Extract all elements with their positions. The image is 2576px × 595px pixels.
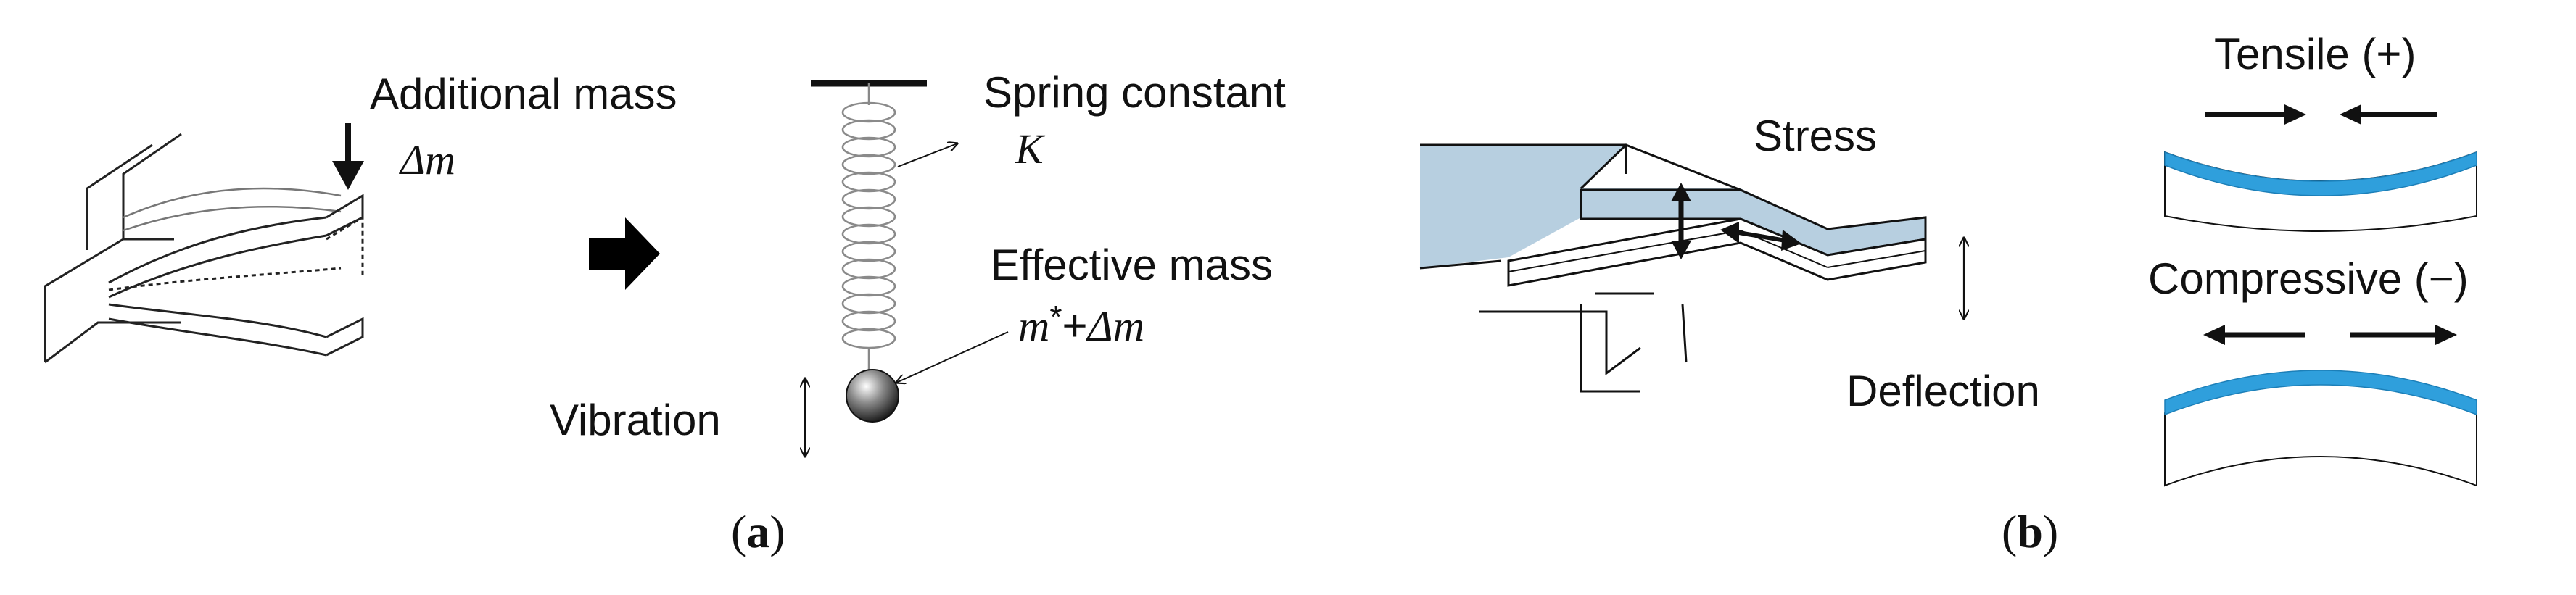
effective-mass-label: Effective mass	[991, 241, 1273, 289]
stress-label: Stress	[1754, 112, 1877, 160]
delta-m-label: Δm	[399, 136, 455, 183]
additional-mass-label: Additional mass	[370, 70, 677, 118]
deflection-label: Deflection	[1846, 367, 2040, 415]
spring-constant-label: Spring constant	[983, 68, 1286, 117]
spring-coil-icon	[841, 101, 896, 349]
k-pointer	[897, 143, 957, 167]
additional-mass-arrow	[332, 123, 364, 190]
spring-mass-model	[805, 80, 1009, 457]
caption-b: (b)	[2002, 506, 2058, 557]
panel-a: Additional mass Δm	[44, 68, 1286, 557]
panel-b: Stress Deflection Tensile (+) Compressiv…	[1419, 30, 2477, 557]
mass-pointer	[896, 331, 1009, 383]
stress-horizontal-arrow-icon	[1734, 230, 1786, 243]
stress-cantilever-illustration	[1419, 143, 1964, 393]
vibrating-cantilever-illustration	[44, 133, 364, 364]
effective-mass-formula: m*+Δm	[1018, 299, 1144, 350]
tensile-label: Tensile (+)	[2214, 30, 2416, 78]
tensile-film-diagram	[2164, 104, 2477, 232]
compressive-film-diagram	[2164, 325, 2477, 487]
transition-arrow-icon	[589, 217, 660, 290]
k-label: K	[1015, 125, 1046, 172]
caption-a: (a)	[731, 506, 785, 557]
vibration-label: Vibration	[550, 396, 721, 444]
effective-mass-ball	[846, 369, 899, 423]
compressive-label: Compressive (−)	[2148, 254, 2469, 303]
